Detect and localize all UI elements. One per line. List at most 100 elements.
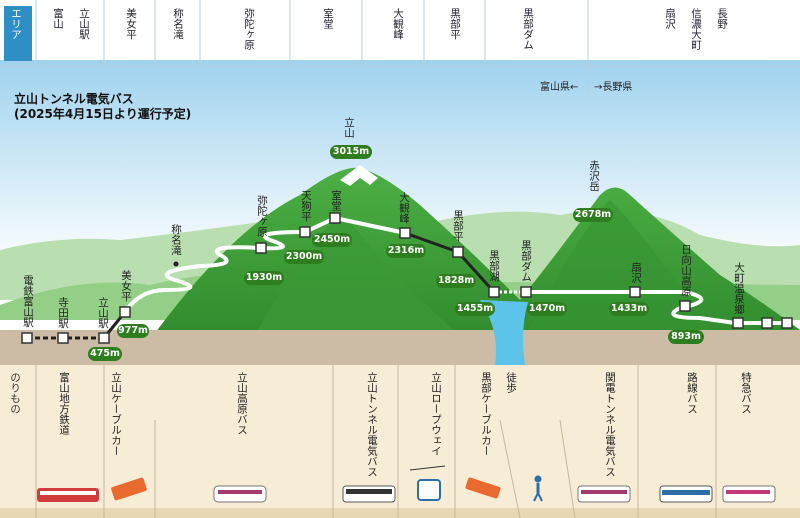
line-bus-icon [659,485,713,503]
station-kurobe-dam: 黒部ダム [520,240,532,282]
elevation-bijodaira: 977m [117,324,149,338]
kanden-bus-icon [577,485,631,503]
area-daikanbo: 大観峰 [392,8,404,40]
station-ogizawa: 扇沢 [630,262,642,283]
station-bijodaira: 美女平 [120,270,132,302]
station-markers [21,212,793,344]
transport-line-bus: 路線バス [686,372,698,414]
area-bijodaira: 美女平 [125,8,137,40]
station-marker-midagahara [255,242,267,254]
route-ropeway [404,231,459,254]
transport-express-bus: 特急バス [740,372,752,414]
transport-legend-label: のりもの [9,372,21,414]
area-shomyo-falls: 称名滝 [172,8,184,40]
area-label: エリア [10,8,22,40]
peak-akazawa-name: 赤沢岳 [588,160,600,192]
station-marker-ogizawa [629,286,641,298]
toyama-prefecture-label: 富山県← [540,82,579,93]
station-kurobedaira: 黒部平 [452,210,464,242]
station-tengudaira: 天狗平 [300,190,312,222]
elevation-kurobeko: 1455m [455,302,495,316]
electric-bus-icon [342,485,396,503]
station-marker-dentetsu-toyama [21,332,33,344]
snow-cap [340,165,378,186]
area-ogizawa: 扇沢 [664,8,676,29]
station-marker-kurobeko [488,286,500,298]
express-bus-icon [722,485,776,503]
station-marker-omachi-onsen [732,317,744,329]
station-kurobeko: 黒部湖 [488,250,500,282]
station-marker-tengudaira [299,226,311,238]
station-midagahara: 弥陀ヶ原 [256,195,268,237]
station-marker-hinatayama [679,300,691,312]
transport-toyama-railway: 富山地方鉄道 [58,372,70,435]
elevation-midagahara: 1930m [244,271,284,285]
station-omachi-onsen: 大町温泉郷 [733,262,745,315]
transport-kanden-tunnel-bus: 関電トンネル電気バス [604,372,616,477]
area-toyama: 富山 [52,8,64,29]
area-header-cell [4,6,32,61]
station-marker-murodo [329,212,341,224]
peak-tateyama-elevation: 3015m [330,145,372,159]
station-marker-daikanbo [399,227,411,239]
station-tateyama: 立山駅 [97,297,109,329]
peak-akazawa-elevation: 2678m [573,208,613,222]
area-murodo: 室堂 [322,8,334,29]
elevation-kurobe-dam: 1470m [527,302,567,316]
transport-tateyama-cable-car: 立山ケーブルカー [110,372,122,456]
transport-tateyama-tunnel-bus: 立山トンネル電気バス [366,372,378,477]
elevation-ogizawa: 1433m [609,302,649,316]
transport-tateyama-ropeway: 立山ロープウェイ [430,372,442,456]
elevation-hinatayama: 893m [668,330,704,344]
area-midagahara: 弥陀ヶ原 [243,8,255,50]
ropeway-icon [409,465,446,501]
train-icon [37,488,99,502]
transport-walking: 徒歩 [505,372,517,393]
transport-kurobe-cable-car: 黒部ケーブルカー [480,372,492,456]
page-title: 立山トンネル電気バス (2025年4月15日より運行予定) [14,92,191,122]
elevation-daikanbo: 2316m [386,244,426,258]
station-daikanbo: 大観峰 [398,192,410,224]
station-dentetsu-toyama: 電鉄富山駅 [22,275,34,328]
area-tateyama-station: 立山駅 [78,8,90,40]
cable-car-icon [111,477,147,501]
station-marker-tateyama [98,332,110,344]
elevation-tateyama: 475m [88,347,122,361]
area-shinano-omachi: 信濃大町 [690,8,702,50]
elevation-tengudaira: 2300m [284,250,324,264]
station-marker-kurobe-dam [520,286,532,298]
transport-floor [0,508,800,518]
shomyo-falls-dot [173,261,179,267]
nagano-prefecture-label: →長野県 [594,82,633,93]
station-marker-kurobedaira [452,246,464,258]
transport-dividers [35,365,717,518]
title-line-1: 立山トンネル電気バス [14,92,134,106]
mountain-shade [250,215,470,345]
kurobe-cable-car-icon [465,477,501,499]
header-band [0,0,800,70]
elevation-kurobedaira: 1828m [436,274,476,288]
station-marker-bijodaira [119,306,131,318]
elevation-murodo: 2450m [312,233,352,247]
title-line-2: (2025年4月15日より運行予定) [14,107,192,121]
area-kurobe-dam: 黒部ダム [522,8,534,50]
walking-person-icon [533,475,543,502]
station-marker-terada [57,332,69,344]
bus-icon [213,485,267,503]
station-terada: 寺田駅 [57,297,69,329]
mountain-shade-2 [520,200,720,345]
station-murodo: 室堂 [330,190,342,211]
peak-tateyama-name: 立山 [343,117,355,138]
station-hinatayama: 日向山高原 [680,244,692,297]
vehicle-icons [37,465,776,503]
area-kurobedaira: 黒部平 [449,8,461,40]
station-shomyo-falls: 称名滝 [170,224,182,256]
header-dividers [0,0,800,95]
route-kurobe-cable [456,250,496,294]
transport-tateyama-highland-bus: 立山高原バス [236,372,248,435]
route-tunnel-bus [334,216,406,235]
kurobe-lake [480,300,528,365]
area-nagano: 長野 [716,8,728,29]
